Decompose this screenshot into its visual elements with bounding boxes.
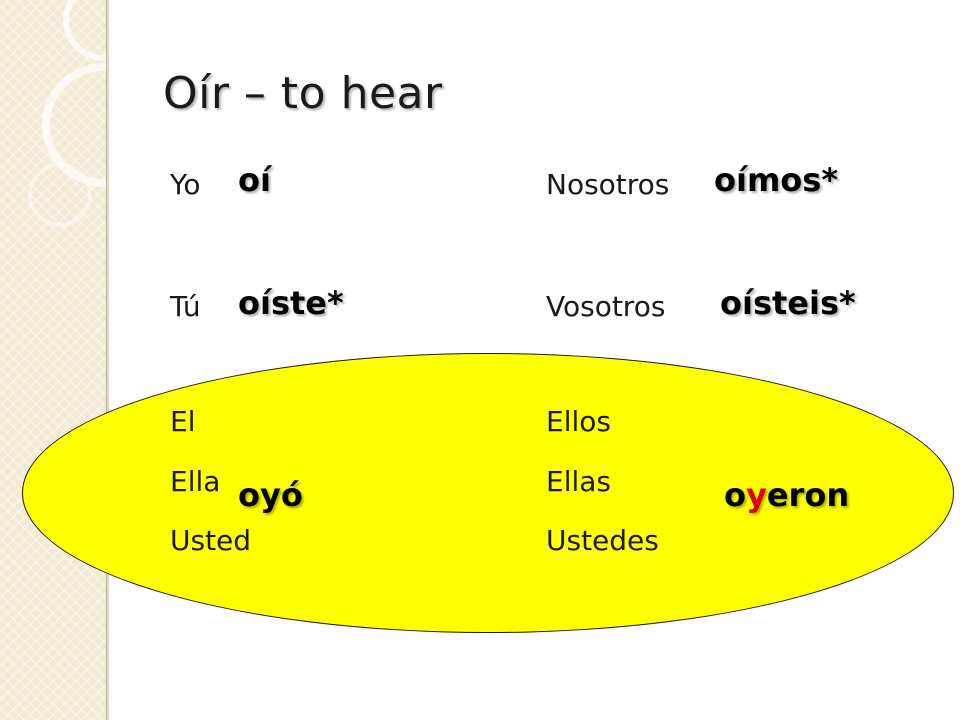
verb-yo: oí — [238, 161, 271, 199]
verb-tu: oíste* — [238, 284, 344, 322]
pronoun-el: El — [170, 405, 196, 438]
pronoun-ella: Ella — [170, 465, 221, 498]
pronoun-ellas: Ellas — [546, 465, 611, 498]
verb-ellos-ellas-ustedes: oyeron — [724, 476, 849, 514]
pronoun-tu: Tú — [170, 290, 201, 323]
verb-nosotros: oímos* — [714, 161, 839, 199]
slide-title: Oír – to hear — [163, 68, 443, 119]
verb-ending: eron — [766, 476, 850, 514]
pronoun-ustedes: Ustedes — [546, 524, 659, 557]
verb-vosotros: oísteis* — [720, 284, 856, 322]
verb-changed-letter: y — [745, 476, 767, 514]
pronoun-yo: Yo — [170, 168, 201, 201]
verb-stem: o — [724, 476, 746, 514]
decorative-circles — [28, 0, 106, 227]
verb-el-ella-usted: oyó — [238, 476, 303, 514]
pronoun-ellos: Ellos — [546, 405, 611, 438]
pronoun-nosotros: Nosotros — [546, 168, 670, 201]
pronoun-usted: Usted — [170, 524, 252, 557]
highlight-ellipse — [22, 353, 954, 633]
pronoun-vosotros: Vosotros — [546, 290, 666, 323]
decorative-sidebar — [0, 0, 107, 720]
